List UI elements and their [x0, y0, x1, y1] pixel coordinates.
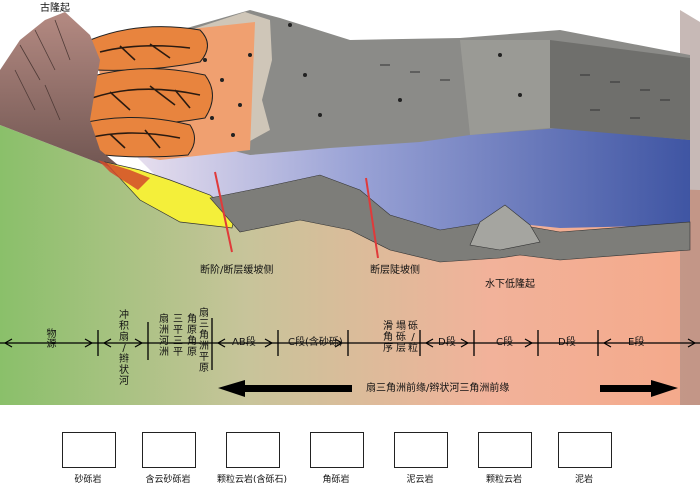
zone-c2: C段: [496, 337, 513, 348]
legend-caption-7: 泥岩: [574, 475, 594, 485]
zone-e: E段: [628, 337, 645, 348]
zone-boundaries: [0, 318, 700, 370]
legend-box-6: [478, 432, 532, 468]
gray-shelf-dark: [550, 40, 690, 140]
legend-caption-6: 颗粒云岩: [485, 475, 523, 485]
gray-shelf-light: [460, 40, 550, 135]
fan-channels: [87, 43, 201, 149]
front-arrow-right: [600, 380, 678, 397]
zone-slump-col1: 滑角序: [383, 321, 393, 354]
red-toe: [98, 160, 150, 190]
gravel-texture: [203, 23, 522, 137]
zone-provenance: 物源: [44, 328, 55, 348]
ancient-uplift: [0, 12, 130, 175]
legend-box-3: [226, 432, 280, 468]
ancient-uplift-label: 古隆起: [40, 3, 70, 14]
uplift-ridges: [14, 19, 71, 121]
fault-gentle-label: 断阶/断层缓坡侧: [200, 265, 274, 276]
fault-steep-label: 断层陡坡侧: [370, 265, 420, 276]
front-label: 扇三角洲前缘/辫状河三角洲前缘: [366, 383, 510, 394]
zone-fan-delta-plain-col3: 角原角原: [187, 314, 197, 358]
zone-d1: D段: [438, 337, 456, 348]
zone-ab: AB段: [232, 337, 256, 348]
underwater-uplift-label: 水下低隆起: [485, 279, 535, 290]
front-arrow-left: [218, 380, 352, 397]
zone-slump-col3: 砾/粒: [408, 321, 418, 354]
underwater-high: [469, 204, 541, 251]
fault-line-2: [365, 177, 379, 259]
zone-fan-delta-plain-col1: 扇洲河洲: [159, 314, 169, 358]
zone-c-gravel: C段(含砂砾): [288, 337, 343, 348]
zone-alluvial-fan: 冲积扇/辫状河: [119, 310, 129, 387]
zone-arrowheads: [4, 338, 696, 348]
legend-caption-1: 砂砾岩: [74, 475, 102, 485]
legend-box-1: [62, 432, 116, 468]
legend-box-7: [558, 432, 612, 468]
zone-fan-delta-plain-col0: 扇三角洲平原: [199, 308, 209, 374]
fault-line-1: [214, 171, 233, 253]
legend-caption-4: 角砾岩: [322, 475, 350, 485]
mud-texture: [380, 64, 670, 119]
legend-caption-5: 泥云岩: [406, 475, 434, 485]
legend-box-5: [394, 432, 448, 468]
legend-box-4: [310, 432, 364, 468]
legend-box-2: [142, 432, 196, 468]
legend-caption-3: 颗粒云岩(含砾石): [216, 475, 288, 485]
zone-fan-delta-plain-col2: 三平三平: [173, 314, 183, 358]
zone-slump-col2: 塌砾层: [396, 321, 406, 354]
zone-d2: D段: [558, 337, 576, 348]
legend-caption-2: 含云砂砾岩: [145, 475, 191, 485]
